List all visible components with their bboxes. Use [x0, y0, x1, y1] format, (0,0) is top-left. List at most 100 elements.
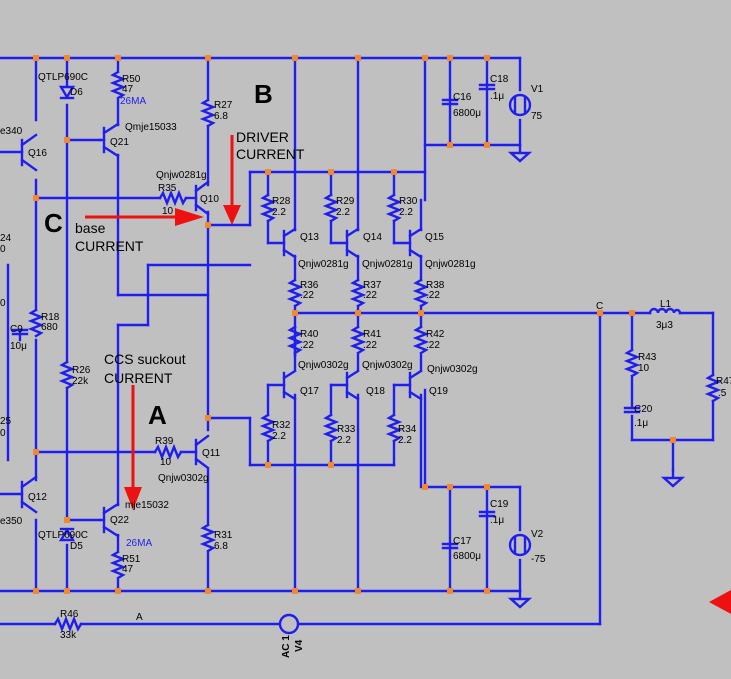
annotation-ccs-line1: CCS suckout	[104, 351, 186, 367]
label-edge-0c: 0	[0, 428, 6, 439]
label-e340: e340	[0, 126, 23, 137]
label-r26: R26	[72, 365, 91, 376]
label-l1: L1	[660, 299, 672, 310]
label-r38: R38	[426, 280, 445, 291]
label-d5: D5	[70, 541, 83, 552]
label-l1-value: 3μ3	[656, 320, 673, 331]
label-r37: R37	[363, 280, 382, 291]
label-c9: C9	[10, 324, 23, 335]
inductor-l1	[648, 307, 682, 315]
label-r43-value: 10	[638, 363, 650, 374]
annotation-b: B	[254, 79, 273, 109]
label-edge-0b: 0	[0, 298, 6, 309]
label-r41: R41	[363, 329, 382, 340]
transistors	[0, 122, 423, 538]
label-r36-value: .22	[300, 290, 314, 301]
annotation-c: C	[44, 208, 63, 238]
sources	[278, 93, 532, 635]
label-r26-value: 22k	[72, 376, 89, 387]
label-qnjw0302g-q11: Qnjw0302g	[158, 473, 209, 484]
label-r50-value: 47	[122, 84, 134, 95]
label-q11: Q11	[202, 448, 221, 459]
label-r27: R27	[214, 100, 233, 111]
label-qtlp-top: QTLP690C	[38, 72, 88, 83]
label-q15: Q15	[425, 232, 444, 243]
label-r41-value: .22	[363, 340, 377, 351]
label-c20-value: .1μ	[634, 418, 648, 429]
label-r36: R36	[300, 280, 319, 291]
label-v1: V1	[531, 84, 544, 95]
label-q18: Q18	[366, 386, 385, 397]
annotation-ccs-line2: CURRENT	[104, 370, 173, 386]
label-r46: R46	[60, 609, 79, 620]
label-r37-value: .22	[363, 290, 377, 301]
label-q12: Q12	[28, 492, 47, 503]
label-c18: C18	[490, 74, 509, 85]
label-c16: C16	[453, 92, 472, 103]
label-qnjw0302g-q17: Qnjw0302g	[298, 360, 349, 371]
label-r28: R28	[272, 196, 291, 207]
label-r30: R30	[399, 196, 418, 207]
label-ac-source: AC 1	[281, 635, 292, 658]
label-r46-value: 33k	[60, 630, 77, 641]
label-qmje15033: Qmje15033	[125, 122, 177, 133]
label-q19: Q19	[429, 386, 448, 397]
label-r40-value: .22	[300, 340, 314, 351]
annotations: B DRIVER CURRENT C base CURRENT CCS suck…	[44, 79, 305, 430]
label-r42-value: .22	[426, 340, 440, 351]
capacitors	[11, 83, 641, 550]
label-r50: R50	[122, 74, 141, 85]
label-r33-value: 2.2	[337, 435, 351, 446]
label-e350: e350	[0, 516, 23, 527]
component-labels: QTLP690C D6 R50 47 26MA Qmje15033 Q21 e3…	[0, 72, 731, 658]
label-r30-value: 2.2	[399, 207, 413, 218]
label-qnjw0302g-q18: Qnjw0302g	[362, 360, 413, 371]
label-v1-value: 75	[531, 111, 543, 122]
label-r29-value: 2.2	[336, 207, 350, 218]
label-v4: V4	[294, 639, 305, 652]
edge-marker-arrow	[709, 590, 731, 614]
label-r42: R42	[426, 329, 445, 340]
label-q10: Q10	[200, 194, 219, 205]
annotation-base-line2: CURRENT	[75, 238, 144, 254]
label-r32-value: 2.2	[272, 431, 286, 442]
label-c18-value: .1μ	[490, 91, 504, 102]
label-c17-value: 6800μ	[453, 551, 481, 562]
label-edge-25: 25	[0, 416, 12, 427]
label-qnjw0302g-q19: Qnjw0302g	[427, 364, 478, 375]
label-q22: Q22	[110, 515, 129, 526]
label-qnjw0281g-q14: Qnjw0281g	[362, 259, 413, 270]
label-edge-0a: 0	[0, 244, 6, 255]
label-v2: V2	[531, 529, 544, 540]
leds	[58, 85, 76, 542]
label-r31: R31	[214, 530, 233, 541]
label-q17: Q17	[300, 386, 319, 397]
label-r18: R18	[41, 312, 60, 323]
label-r29: R29	[336, 196, 355, 207]
label-r32: R32	[272, 420, 291, 431]
label-qtlp-bottom: QTLP690C	[38, 530, 88, 541]
label-r51-value: 47	[122, 564, 134, 575]
label-r47-value: .5	[718, 388, 727, 399]
annotation-a: A	[148, 400, 167, 430]
label-mje15032: mje15032	[125, 500, 169, 511]
label-r31-value: 6.8	[214, 541, 228, 552]
label-v2-value: -75	[531, 554, 546, 565]
label-c16-value: 6800μ	[453, 108, 481, 119]
label-r43: R43	[638, 352, 657, 363]
label-q21: Q21	[110, 137, 129, 148]
label-r33: R33	[337, 424, 356, 435]
label-qnjw0281g-q13: Qnjw0281g	[298, 259, 349, 270]
label-c19: C19	[490, 499, 509, 510]
label-r18-value: 680	[41, 322, 58, 333]
label-q13: Q13	[300, 232, 319, 243]
label-r47: R47	[716, 376, 731, 387]
label-qnjw0281g-q10: Qnjw0281g	[156, 170, 207, 181]
label-qnjw0281g-q15: Qnjw0281g	[425, 259, 476, 270]
label-c19-value: .1μ	[490, 515, 504, 526]
label-node-a: A	[136, 612, 143, 623]
label-r39: R39	[155, 436, 174, 447]
annotation-driver-line1: DRIVER	[236, 129, 289, 145]
label-r39-value: 10	[160, 457, 172, 468]
